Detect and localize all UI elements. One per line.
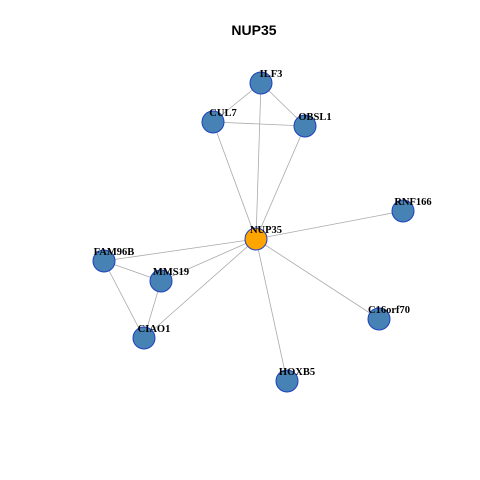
node-circle-ilf3	[249, 71, 273, 95]
node-circle-c16orf70	[367, 307, 391, 331]
edge-cul7-obsl1	[212, 121, 306, 127]
node-label-hoxb5: HOXB5	[279, 367, 315, 378]
edge-nup35-c16orf70	[255, 238, 380, 320]
edge-nup35-obsl1	[255, 125, 306, 240]
node-circle-fam96b	[92, 249, 116, 273]
edge-nup35-ciao1	[143, 238, 257, 339]
node-circle-nup35	[244, 227, 268, 251]
edge-nup35-hoxb5	[255, 238, 288, 382]
node-cul7: CUL7	[201, 108, 237, 134]
node-mms19: MMS19	[149, 267, 189, 293]
edge-nup35-rnf166	[255, 210, 404, 240]
node-obsl1: OBSL1	[293, 112, 332, 138]
node-label-obsl1: OBSL1	[298, 112, 331, 123]
node-fam96b: FAM96B	[92, 247, 135, 273]
node-label-mms19: MMS19	[153, 267, 189, 278]
edge-fam96b-ciao1	[103, 260, 145, 339]
node-hoxb5: HOXB5	[275, 367, 315, 393]
node-nup35: NUP35	[244, 225, 282, 251]
node-circle-mms19	[149, 269, 173, 293]
node-circle-ciao1	[132, 326, 156, 350]
node-label-rnf166: RNF166	[394, 197, 431, 208]
node-label-ilf3: ILF3	[260, 69, 283, 80]
edge-nup35-ilf3	[255, 82, 262, 240]
edge-nup35-fam96b	[103, 238, 257, 262]
node-label-cul7: CUL7	[209, 108, 236, 119]
edge-nup35-cul7	[212, 121, 257, 240]
node-label-fam96b: FAM96B	[94, 247, 135, 258]
graph-title: NUP35	[231, 22, 276, 38]
node-label-ciao1: CIAO1	[138, 324, 171, 335]
node-label-c16orf70: C16orf70	[368, 305, 410, 316]
node-label-nup35: NUP35	[250, 225, 282, 236]
edge-nup35-mms19	[160, 238, 257, 282]
node-c16orf70: C16orf70	[367, 305, 410, 331]
node-circle-hoxb5	[275, 369, 299, 393]
node-circle-rnf166	[391, 199, 415, 223]
node-circle-obsl1	[293, 114, 317, 138]
node-ilf3: ILF3	[249, 69, 283, 95]
node-rnf166: RNF166	[391, 197, 432, 223]
node-ciao1: CIAO1	[132, 324, 171, 350]
node-circle-cul7	[201, 110, 225, 134]
